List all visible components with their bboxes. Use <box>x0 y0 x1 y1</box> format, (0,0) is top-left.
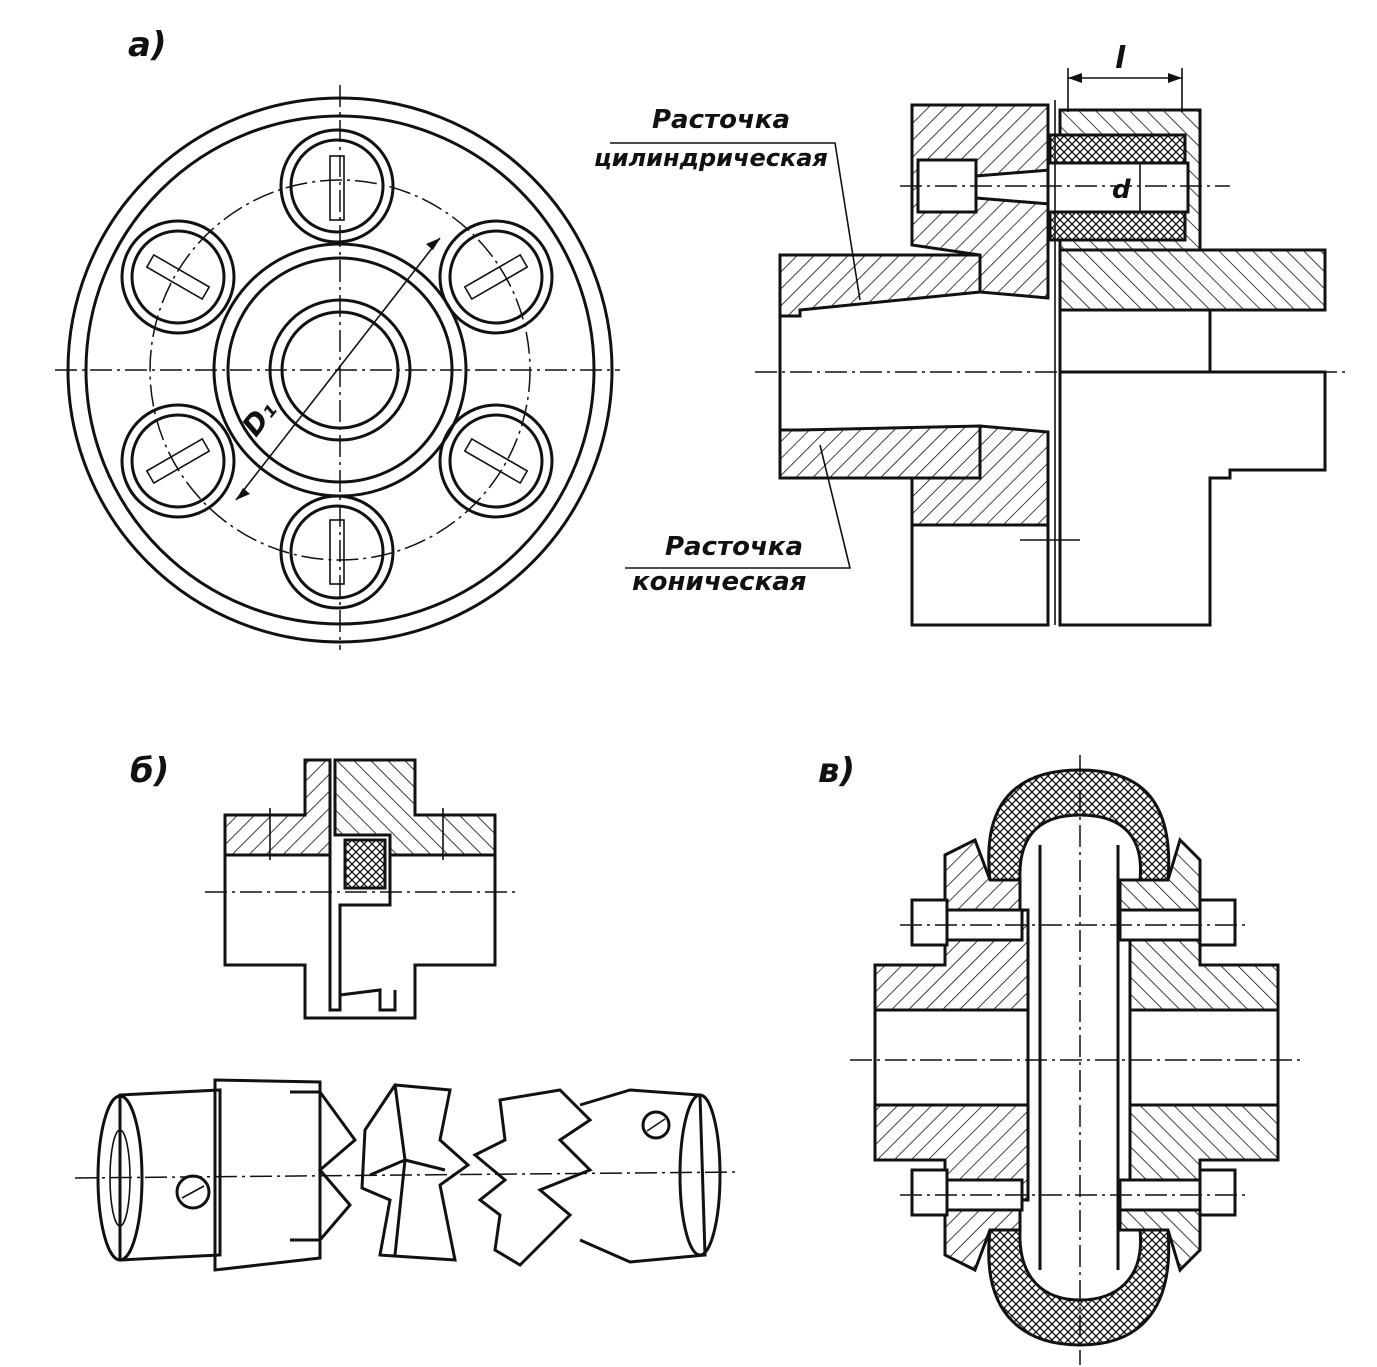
dimension-d: d <box>1112 175 1131 205</box>
dimension-l: l <box>1115 41 1126 76</box>
diameter-dimension-line <box>235 237 441 501</box>
bolt-pad <box>120 219 236 335</box>
bolt-pad <box>438 219 554 335</box>
bolt-pad <box>120 403 236 519</box>
note-cylindrical-line1: Расточка <box>652 105 790 135</box>
label-v: в) <box>818 751 855 791</box>
note-conical-line2: коническая <box>632 567 806 597</box>
view-a-section: l d <box>610 41 1350 627</box>
label-a: а) <box>128 25 166 65</box>
bolt-pad <box>438 403 554 519</box>
bolt-pad <box>279 494 395 610</box>
view-b-section <box>205 758 520 1020</box>
view-a-front: D₁ <box>55 85 620 650</box>
note-conical-line1: Расточка <box>665 532 803 562</box>
label-b: б) <box>130 751 169 791</box>
note-cylindrical-line2: цилиндрическая <box>594 144 828 172</box>
bolt-pad <box>279 128 395 244</box>
view-b-exploded <box>74 1078 741 1272</box>
view-v-section <box>850 755 1300 1365</box>
